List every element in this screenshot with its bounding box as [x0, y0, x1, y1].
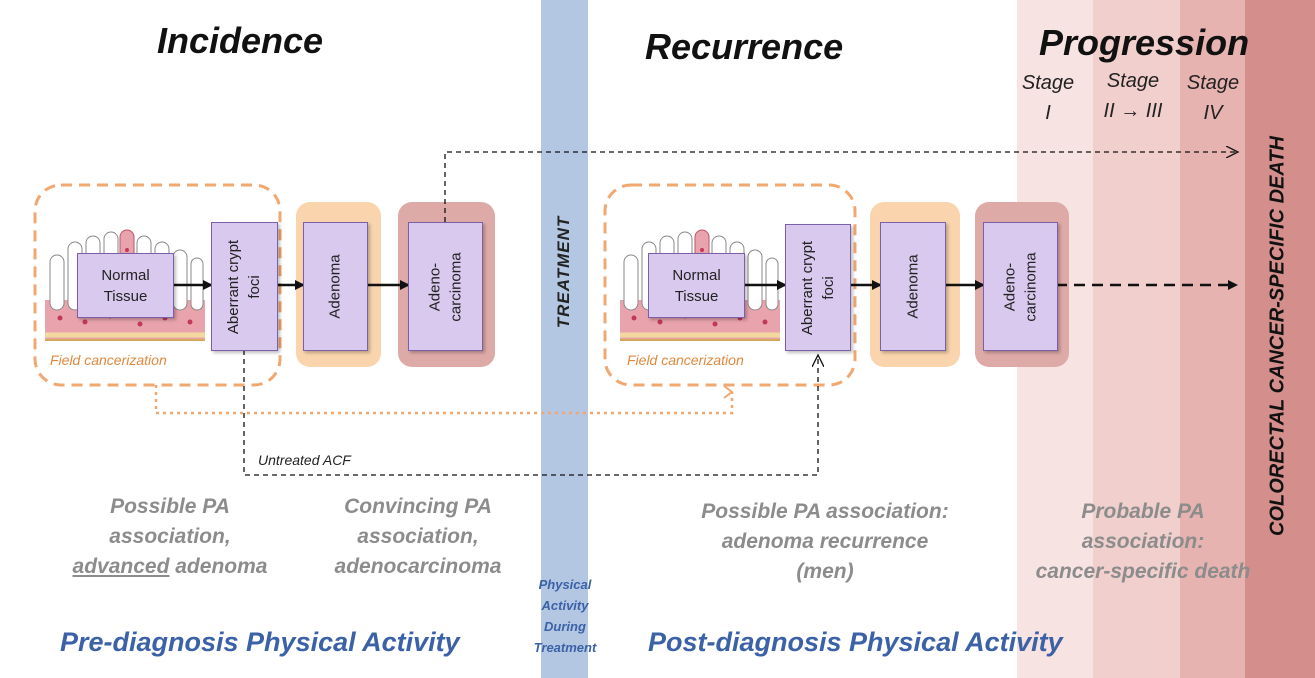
aberrant-crypt-line2: foci — [820, 275, 837, 300]
assoc-recurrence-pa-line2: adenoma recurrence — [721, 530, 929, 553]
aberrant-crypt-line1: Aberrant crypt — [799, 240, 816, 335]
assoc-possible-pa-line3: adenoma — [169, 555, 268, 578]
assoc-recurrence-pa: Possible PA association: adenoma recurre… — [690, 497, 960, 587]
stage-label-2-line2: II → III — [1103, 100, 1163, 122]
field-cancerization-label-2: Field cancerization — [627, 352, 744, 368]
assoc-convincing-pa-line3: adenocarcinoma — [334, 555, 502, 578]
assoc-probable-pa: Probable PA association: cancer-specific… — [1030, 497, 1256, 587]
assoc-convincing-pa: Convincing PA association, adenocarcinom… — [318, 492, 518, 582]
arrow-adenocarcinoma-1-to-death — [444, 152, 1238, 222]
assoc-probable-pa-line2: association: — [1081, 530, 1205, 553]
adenocarcinoma-line2: carcinoma — [447, 251, 465, 322]
post-diagnosis-pa-label: Post-diagnosis Physical Activity — [648, 627, 1063, 657]
adenocarcinoma-box-1: Adeno-carcinoma — [408, 222, 483, 351]
adenocarcinoma-box-2: Adeno-carcinoma — [983, 222, 1058, 351]
stage-label-3-line2: IV — [1203, 102, 1223, 124]
assoc-probable-pa-line3: cancer-specific death — [1035, 560, 1251, 583]
assoc-possible-pa-line1: Possible PA — [110, 495, 230, 518]
aberrant-crypt-line2: foci — [246, 274, 264, 299]
progression-band-stage-4 — [1180, 0, 1245, 678]
adenoma-label-1: Adenoma — [327, 254, 344, 319]
pre-diagnosis-pa-label: Pre-diagnosis Physical Activity — [60, 627, 460, 657]
during-treatment-pa-label: Physical Activity During Treatment — [521, 574, 609, 658]
stage-label-1-line2: I — [1045, 102, 1051, 124]
title-incidence: Incidence — [157, 20, 324, 61]
stage-label-1: Stage I — [1013, 68, 1083, 128]
stage-label-1-line1: Stage — [1021, 72, 1075, 94]
during-line1: Physical — [538, 577, 592, 592]
stage-label-3-line1: Stage — [1186, 72, 1240, 94]
normal-tissue-line2: Tissue — [103, 287, 148, 305]
assoc-possible-pa: Possible PA association, advanced adenom… — [70, 492, 270, 582]
untreated-acf-label: Untreated ACF — [258, 452, 351, 468]
assoc-possible-pa-line2: association, — [109, 525, 231, 548]
stage-label-2: Stage II → III — [1093, 66, 1173, 126]
progression-band-stage-2-3 — [1093, 0, 1180, 678]
assoc-recurrence-pa-line3: (men) — [796, 560, 854, 583]
treatment-label: TREATMENT — [554, 215, 573, 329]
during-line4: Treatment — [533, 640, 597, 655]
death-label: COLORECTAL CANCER-SPECIFIC DEATH — [1266, 136, 1289, 536]
assoc-recurrence-pa-line1: Possible PA association: — [701, 500, 949, 523]
assoc-possible-pa-underlined: advanced — [72, 555, 170, 578]
normal-tissue-line1: Normal — [672, 266, 721, 284]
aberrant-crypt-line1: Aberrant crypt — [225, 239, 243, 334]
stage-label-3: Stage IV — [1178, 68, 1248, 128]
title-progression: Progression — [1039, 22, 1250, 63]
arrow-field-cancerization-recurrence — [154, 385, 734, 415]
adenoma-label-2: Adenoma — [904, 254, 922, 319]
field-cancerization-label-1: Field cancerization — [50, 352, 167, 368]
normal-tissue-line1: Normal — [101, 266, 150, 284]
treatment-bar — [541, 0, 588, 678]
assoc-convincing-pa-line2: association, — [357, 525, 479, 548]
adenocarcinoma-line1: Adeno- — [1001, 262, 1019, 311]
during-line3: During — [544, 619, 586, 634]
adenoma-box-2: Adenoma — [880, 222, 946, 351]
adenocarcinoma-line1: Adeno- — [426, 262, 444, 311]
normal-tissue-line2: Tissue — [674, 287, 719, 305]
arrow-untreated-acf — [243, 350, 818, 476]
assoc-probable-pa-line1: Probable PA — [1081, 500, 1205, 523]
title-recurrence: Recurrence — [645, 26, 844, 67]
assoc-convincing-pa-line1: Convincing PA — [344, 495, 492, 518]
death-bar — [1245, 0, 1315, 678]
stage-label-2-line1: Stage — [1106, 70, 1160, 92]
during-line2: Activity — [541, 598, 589, 613]
adenoma-box-1: Adenoma — [303, 222, 368, 351]
adenocarcinoma-line2: carcinoma — [1022, 251, 1040, 322]
